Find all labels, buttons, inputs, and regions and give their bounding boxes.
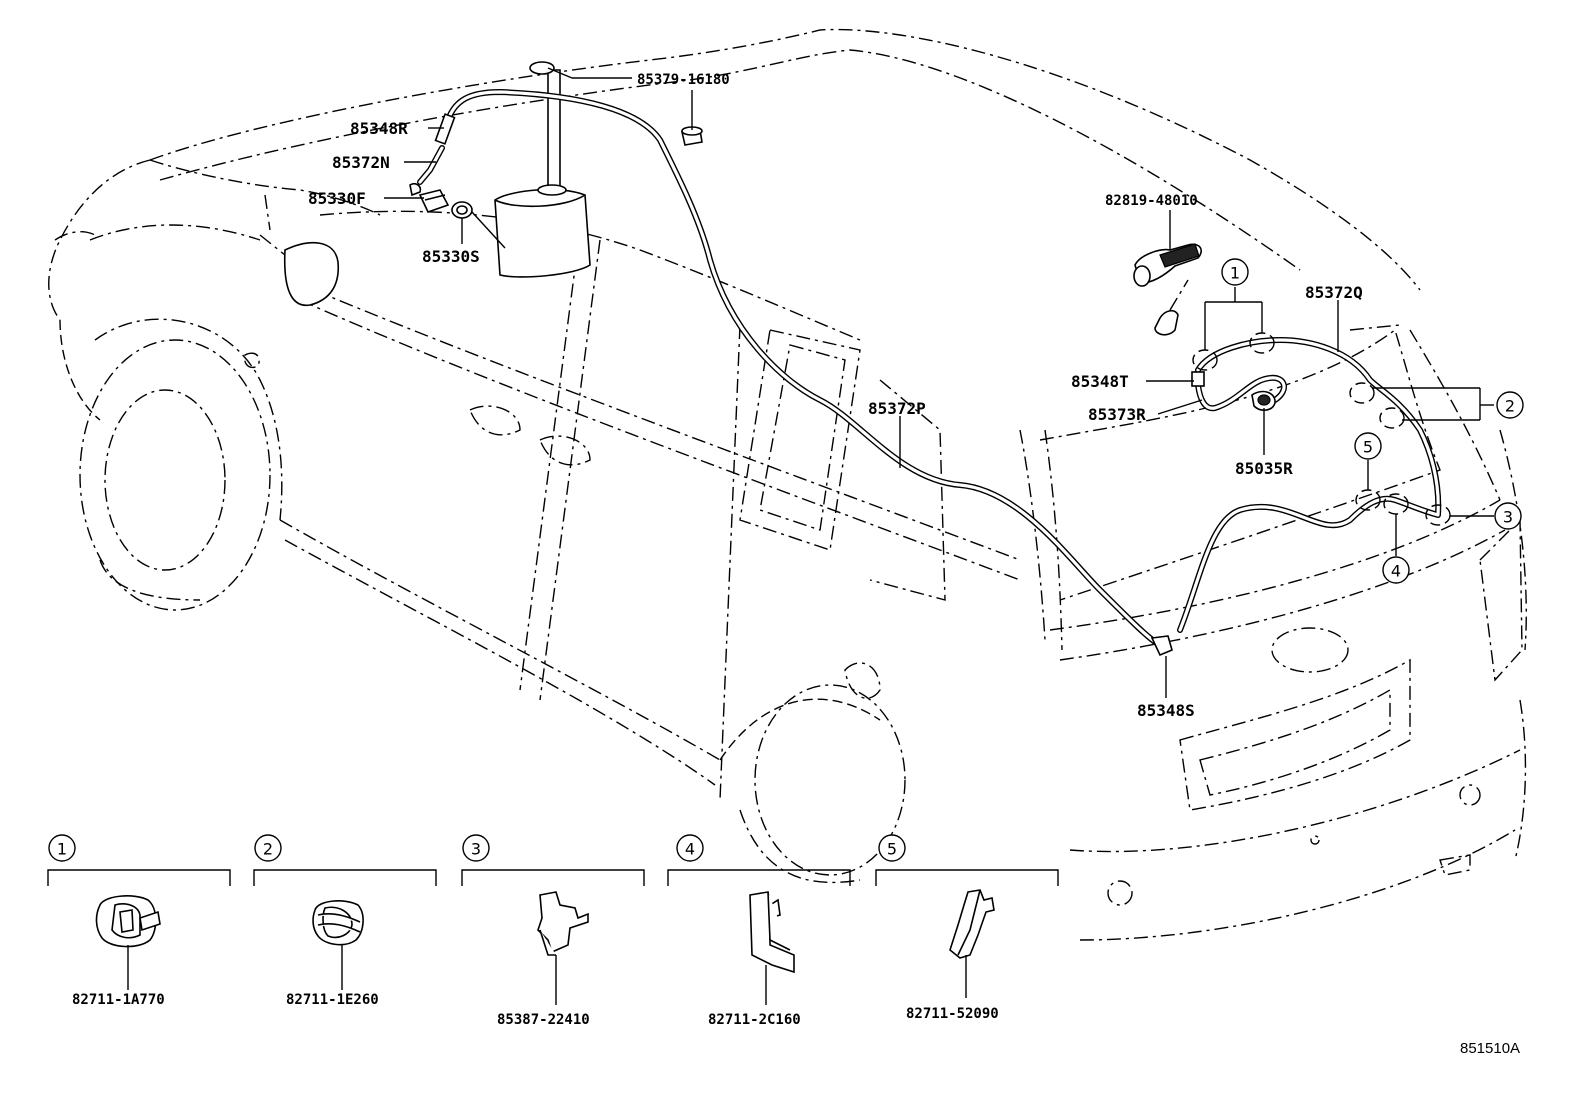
svg-text:1: 1 bbox=[57, 840, 67, 859]
label-85330F: 85330F bbox=[308, 189, 366, 208]
washer-hoses bbox=[417, 89, 1442, 657]
clip-icon-1 bbox=[95, 895, 161, 948]
label-85372N: 85372N bbox=[332, 153, 390, 172]
clip-icon-4 bbox=[749, 891, 795, 974]
legend-part-1: 82711-1A770 bbox=[72, 992, 165, 1008]
callouts: 1 2 3 4 5 bbox=[1221, 258, 1524, 584]
legend-item-5: 5 82711-52090 bbox=[875, 834, 1059, 1022]
callout-4: 4 bbox=[1382, 556, 1410, 584]
diagram-reference-code: 851510A bbox=[1460, 1040, 1520, 1057]
label-82819-48010: 82819-48010 bbox=[1105, 193, 1198, 209]
svg-text:2: 2 bbox=[263, 840, 273, 859]
legend-part-3: 85387-22410 bbox=[497, 1012, 590, 1028]
legend-part-2: 82711-1E260 bbox=[286, 992, 379, 1008]
grommet-85379 bbox=[681, 126, 703, 146]
legend-item-1: 1 82711-1A770 bbox=[47, 834, 231, 1008]
svg-text:4: 4 bbox=[1391, 562, 1401, 581]
legend-part-4: 82711-2C160 bbox=[708, 1012, 801, 1028]
svg-text:3: 3 bbox=[471, 840, 481, 859]
clip-icon-5 bbox=[949, 889, 995, 959]
clip-icon-3 bbox=[537, 891, 589, 956]
callout-5: 5 bbox=[1354, 432, 1382, 460]
callout-2: 2 bbox=[1496, 391, 1524, 419]
label-85348S: 85348S bbox=[1137, 701, 1195, 720]
label-85348T: 85348T bbox=[1071, 372, 1129, 391]
legend-item-4: 4 82711-2C160 bbox=[667, 834, 851, 1028]
label-85035R: 85035R bbox=[1235, 459, 1293, 478]
label-85372Q: 85372Q bbox=[1305, 283, 1363, 302]
svg-text:2: 2 bbox=[1505, 397, 1515, 416]
callout-1: 1 bbox=[1221, 258, 1249, 286]
legend-part-5: 82711-52090 bbox=[906, 1006, 999, 1022]
label-85379-16180: 85379-16180 bbox=[637, 72, 730, 88]
clip-markers bbox=[1192, 332, 1451, 526]
washer-tank bbox=[494, 61, 591, 278]
label-85348R: 85348R bbox=[350, 119, 408, 138]
label-85330S: 85330S bbox=[422, 247, 480, 266]
label-85373R: 85373R bbox=[1088, 405, 1146, 424]
callout-3: 3 bbox=[1494, 502, 1522, 530]
svg-text:1: 1 bbox=[1230, 264, 1240, 283]
svg-text:5: 5 bbox=[887, 840, 897, 859]
vehicle-outline bbox=[48, 28, 1527, 941]
rear-wiper-parts bbox=[1133, 243, 1276, 411]
washer-pumps bbox=[409, 183, 473, 219]
clip-icon-2 bbox=[312, 900, 364, 946]
svg-text:4: 4 bbox=[685, 840, 695, 859]
svg-text:5: 5 bbox=[1363, 438, 1373, 457]
clip-legend: 1 82711-1A770 2 82711-1E260 bbox=[47, 834, 1059, 1028]
leader-lines bbox=[384, 67, 1494, 698]
label-85372P: 85372P bbox=[868, 399, 926, 418]
svg-text:3: 3 bbox=[1503, 508, 1513, 527]
legend-item-2: 2 82711-1E260 bbox=[253, 834, 437, 1008]
legend-item-3: 3 85387-22410 bbox=[461, 834, 645, 1028]
part-labels: 85379-16180 85348R 85372N 85330F 85330S … bbox=[308, 72, 1363, 720]
